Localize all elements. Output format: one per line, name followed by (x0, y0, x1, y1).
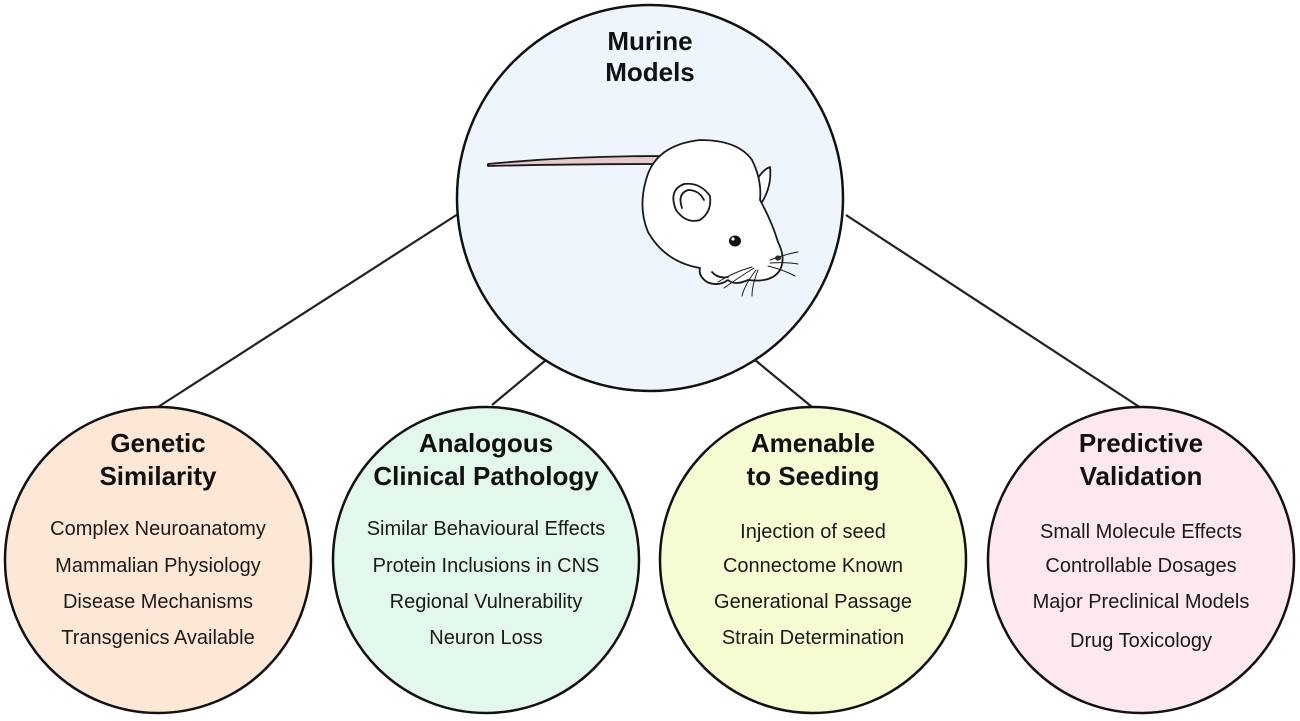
predictive-item-2: Controllable Dosages (1045, 555, 1236, 577)
connector-genetic (157, 213, 459, 408)
analogous-circle (331, 405, 641, 715)
genetic-circle (3, 405, 313, 715)
amenable-title-line1: Amenable (751, 428, 875, 458)
predictive-title-line1: Predictive (1079, 428, 1203, 458)
predictive-circle (986, 405, 1296, 715)
amenable-item-3: Generational Passage (714, 591, 912, 613)
hub-title-line2: Models (605, 57, 695, 87)
analogous-title-line1: Analogous (419, 428, 553, 458)
amenable-item-4: Strain Determination (722, 627, 904, 649)
amenable-circle (658, 405, 968, 715)
connector-analogous (491, 359, 547, 406)
genetic-item-2: Mammalian Physiology (55, 555, 261, 577)
hub-node: Murine Models (455, 3, 845, 393)
analogous-item-3: Regional Vulnerability (390, 591, 583, 613)
connector-amenable (754, 359, 813, 408)
predictive-title-line2: Validation (1080, 461, 1203, 491)
genetic-title-line2: Similarity (99, 461, 217, 491)
genetic-item-1: Complex Neuroanatomy (50, 518, 266, 540)
branch-amenable-to-seeding: Amenable to Seeding Injection of seed Co… (658, 405, 968, 715)
amenable-title-line2: to Seeding (747, 461, 880, 491)
amenable-item-2: Connectome Known (723, 555, 903, 577)
predictive-item-3: Major Preclinical Models (1033, 591, 1250, 613)
connector-lines (157, 213, 1142, 409)
analogous-title-line2: Clinical Pathology (373, 461, 599, 491)
branch-genetic-similarity: Genetic Similarity Complex Neuroanatomy … (3, 405, 313, 715)
predictive-item-1: Small Molecule Effects (1040, 521, 1242, 543)
connector-predictive (845, 214, 1142, 409)
genetic-title-line1: Genetic (110, 428, 205, 458)
analogous-item-1: Similar Behavioural Effects (367, 518, 606, 540)
amenable-item-1: Injection of seed (740, 521, 886, 543)
hub-title-line1: Murine (607, 26, 692, 56)
mouse-icon (487, 139, 799, 297)
analogous-item-2: Protein Inclusions in CNS (373, 555, 600, 577)
genetic-item-3: Disease Mechanisms (63, 591, 253, 613)
genetic-item-4: Transgenics Available (61, 627, 254, 649)
analogous-item-4: Neuron Loss (429, 627, 542, 649)
predictive-item-4: Drug Toxicology (1070, 630, 1212, 652)
branch-predictive-validation: Predictive Validation Small Molecule Eff… (986, 405, 1296, 715)
branch-analogous-clinical-pathology: Analogous Clinical Pathology Similar Beh… (331, 405, 641, 715)
